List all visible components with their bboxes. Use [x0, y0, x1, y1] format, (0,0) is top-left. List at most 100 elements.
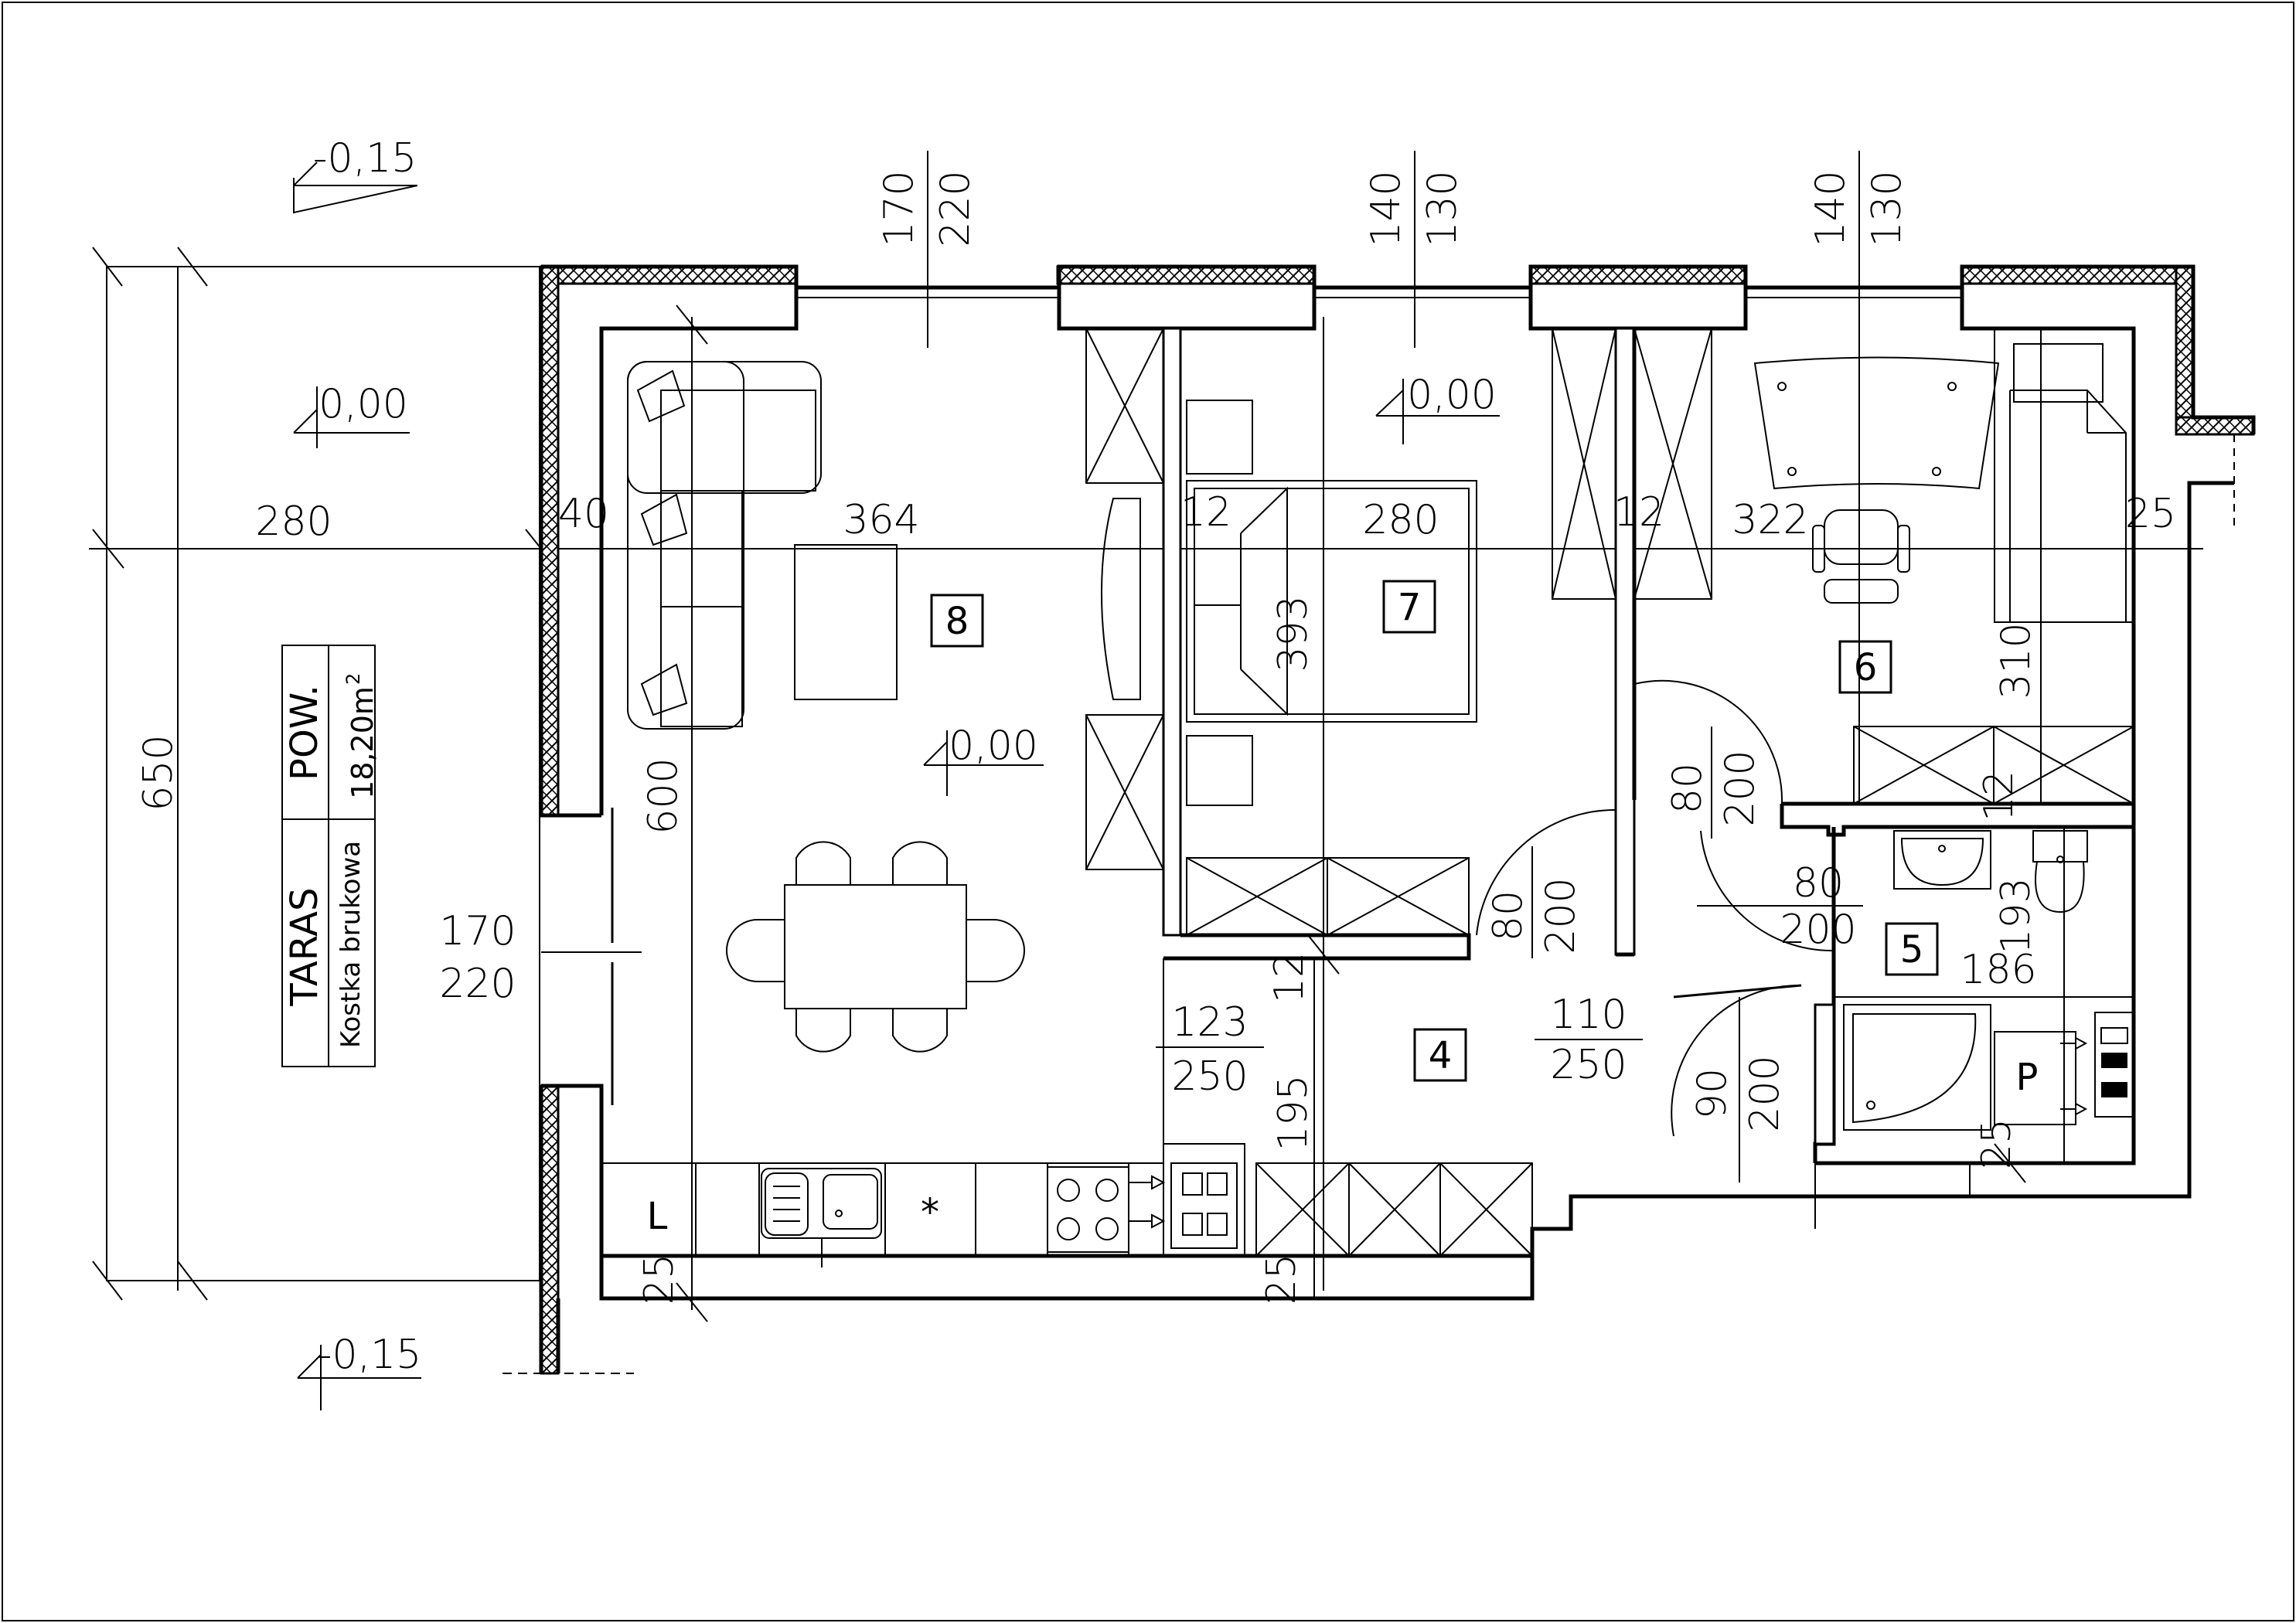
opening-hall-width: 123: [1171, 999, 1248, 1046]
terrace-area-sup: 2: [342, 673, 364, 685]
level-marker-bedroom: 0,00: [1375, 372, 1500, 444]
bed7-width: 280: [1362, 497, 1439, 543]
office-chair-icon: [1812, 509, 1910, 604]
room-5-number: 5: [1900, 928, 1924, 971]
room-8-number: 8: [945, 600, 969, 643]
room-7-number: 7: [1398, 586, 1422, 629]
svg-text:-0,15: -0,15: [313, 135, 417, 182]
bathtub-icon: [1843, 1004, 1991, 1131]
bedroom-7-closet-icon: [1552, 328, 1616, 600]
coffee-table-icon: [794, 544, 898, 700]
bath-depth: 186: [1960, 947, 2036, 993]
cooktop-icon: [1047, 1166, 1166, 1253]
room-6-study: 6: [1633, 317, 2134, 805]
door7-width: 80: [1485, 890, 1531, 941]
win2-width: 140: [1363, 170, 1409, 247]
level-marker-living: 0,00: [923, 723, 1044, 796]
room-8-living: 8 0,00: [627, 305, 1164, 1322]
room-6-number: 6: [1854, 646, 1878, 689]
win1-width: 170: [876, 170, 922, 247]
sink-icon: [761, 1168, 882, 1267]
opening-kitchen-width: 110: [1550, 992, 1627, 1038]
win2-height: 130: [1419, 170, 1466, 247]
hall-12: 12: [1266, 952, 1313, 1003]
room-4-hall: 4: [1163, 958, 1971, 1298]
svg-text:-0,15: -0,15: [318, 1332, 422, 1378]
living-width: 364: [843, 497, 919, 543]
living-depth: 600: [640, 757, 686, 834]
entry-door-height: 200: [1742, 1055, 1788, 1131]
wall-25-right: 25: [2125, 491, 2176, 537]
wall-25-left: 25: [636, 1254, 683, 1305]
win3-width: 140: [1807, 170, 1854, 247]
room-6-closet-icon: [1633, 328, 1712, 600]
desk-icon: [1753, 356, 2000, 490]
terrace-material: Kostka brukowa: [336, 841, 366, 1048]
dining-table-icon: [726, 841, 1025, 1053]
kitchen-counter: L *: [601, 1143, 1533, 1267]
hall-195: 195: [1270, 1074, 1317, 1151]
door-5-icon: [1700, 827, 1835, 952]
single-bed-icon: [1994, 328, 2134, 623]
bed7-depth: 393: [1270, 595, 1317, 672]
door6-width: 80: [1664, 763, 1711, 814]
door5-height: 200: [1780, 907, 1856, 953]
terrace-door-width: 170: [439, 908, 516, 954]
sofa-icon: [627, 361, 822, 730]
room-4-number: 4: [1429, 1034, 1453, 1077]
room-5-bathroom: P 5: [1700, 827, 2134, 1163]
win3-height: 130: [1864, 170, 1910, 247]
terrace-info-table: TARAS Kostka brukowa POW. 18,20m 2: [281, 645, 380, 1067]
door5-width: 80: [1793, 860, 1844, 907]
terrace-area-value: 18,20m: [346, 686, 380, 799]
toilet-icon: [2032, 830, 2088, 914]
terrace-length-label: 650: [135, 734, 182, 811]
terrace-name: TARAS: [283, 887, 326, 1006]
level-marker-top: -0,15: [293, 135, 418, 214]
bath-width: 193: [1993, 877, 2039, 954]
room-7-bedroom: 7 0,00: [1186, 317, 1617, 1291]
oven-icon: [1170, 1162, 1238, 1249]
terrace-area-label: POW.: [283, 685, 326, 781]
terrace: 280 650 -0,15 0,00 -0,15 TARAS Kost: [89, 135, 2203, 1410]
room6-depth: 310: [1993, 622, 2039, 699]
svg-text:0,00: 0,00: [319, 381, 408, 427]
level-marker-bottom: -0,15: [297, 1332, 422, 1410]
svg-text:0,00: 0,00: [1407, 372, 1497, 418]
win1-height: 220: [932, 170, 979, 247]
door6-height: 200: [1717, 750, 1763, 826]
tv-unit-icon: [1085, 328, 1164, 870]
level-marker-terrace: 0,00: [293, 381, 410, 448]
bedroom-7-wardrobe-icon: [1186, 857, 1470, 936]
opening-kitchen-height: 250: [1550, 1042, 1627, 1088]
partition-12a: 12: [1180, 489, 1231, 536]
wall-25-mid: 25: [1259, 1254, 1305, 1305]
svg-text:0,00: 0,00: [949, 723, 1038, 769]
hall-wardrobe-icon: [1255, 1162, 1533, 1257]
boiler-icon: P: [1994, 1031, 2088, 1125]
washbasin-icon: [1893, 830, 1991, 890]
svg-text:P: P: [2016, 1056, 2039, 1099]
electrical-panel-icon: [2094, 1012, 2134, 1118]
wall-40: 40: [558, 491, 609, 537]
appliance-star-icon: *: [921, 1191, 939, 1234]
wall-25-bath: 25: [1974, 1118, 2020, 1169]
room-6-wardrobe-icon: [1853, 726, 2134, 805]
bed-icon: [1186, 480, 1477, 723]
partition-12c: 12: [1976, 771, 2022, 822]
dimension-labels: 170 220 140 130 140 130 170 220 40 364 6…: [439, 151, 2176, 1305]
interior-walls: [1162, 327, 2136, 1165]
opening-hall-height: 250: [1171, 1053, 1248, 1100]
kitchen-l-mark: L: [647, 1195, 668, 1238]
door7-height: 200: [1538, 877, 1584, 954]
entry-door-icon: [1671, 984, 1802, 1137]
room6-width: 322: [1732, 497, 1808, 543]
door-7-icon: [1476, 808, 1617, 936]
entry-door-width: 90: [1689, 1068, 1736, 1119]
terrace-door-height: 220: [439, 961, 516, 1007]
terrace-width-label: 280: [255, 498, 332, 545]
partition-12b: 12: [1613, 489, 1664, 536]
door-6-icon: [1633, 679, 1783, 805]
